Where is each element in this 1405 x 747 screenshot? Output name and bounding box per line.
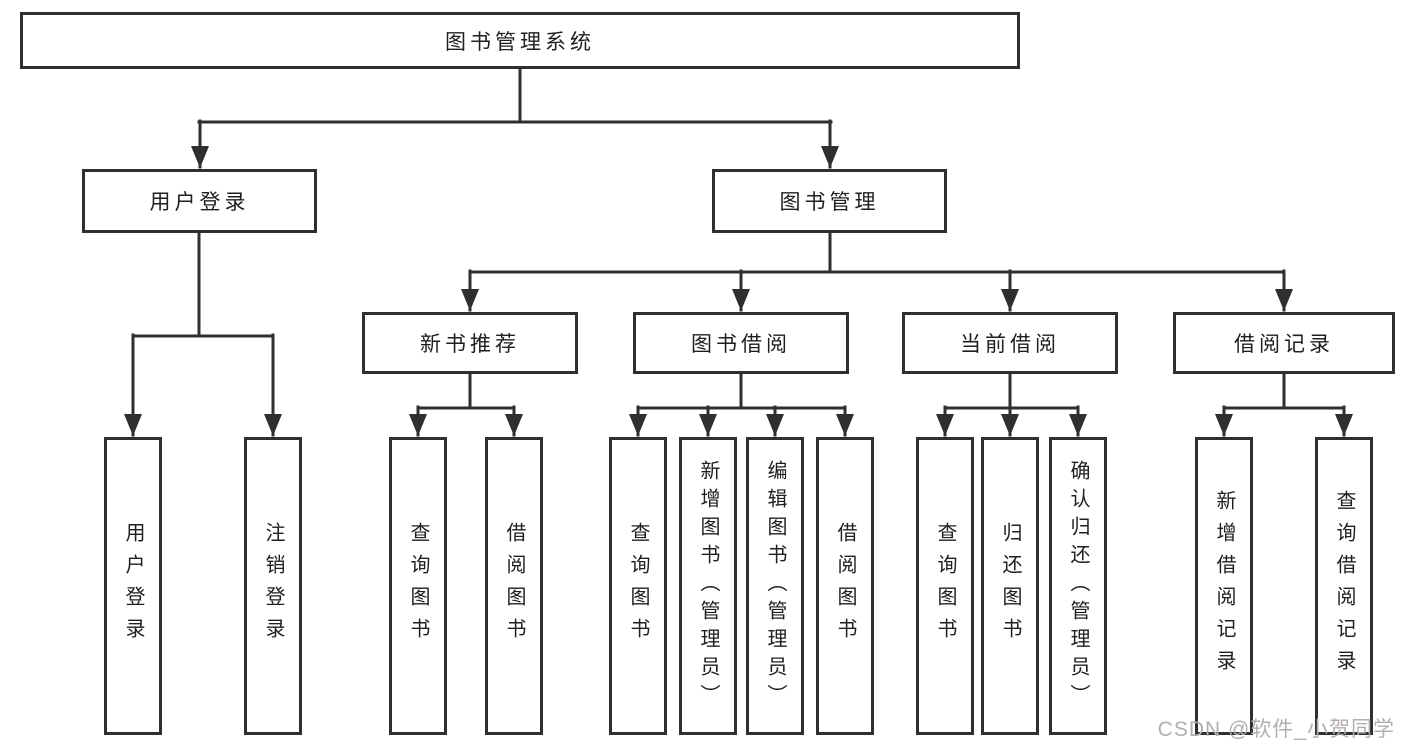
leaf-bb-add-books-admin: 新增图书（管理员） <box>679 437 737 735</box>
node-label: 新增借阅记录 <box>1213 490 1235 682</box>
node-label: 用户登录 <box>149 191 250 214</box>
node-label: 借阅记录 <box>1234 333 1334 356</box>
node-label: 查询图书 <box>934 522 956 650</box>
leaf-logout: 注销登录 <box>244 437 302 735</box>
node-label: 当前借阅 <box>960 333 1060 356</box>
node-current-borrowing: 当前借阅 <box>902 312 1118 374</box>
leaf-user-login: 用户登录 <box>104 437 162 735</box>
node-label: 图书管理 <box>779 191 880 214</box>
leaf-br-query-borrow-record: 查询借阅记录 <box>1315 437 1373 735</box>
node-user-login: 用户登录 <box>82 169 317 233</box>
leaf-cb-return-books: 归还图书 <box>981 437 1039 735</box>
node-label: 新书推荐 <box>420 333 520 356</box>
node-book-borrowing: 图书借阅 <box>633 312 849 374</box>
leaf-cb-query-books: 查询图书 <box>916 437 974 735</box>
node-label: 借阅图书 <box>834 522 856 650</box>
leaf-br-add-borrow-record: 新增借阅记录 <box>1195 437 1253 735</box>
watermark: CSDN @软件_小贺同学 <box>1157 718 1395 741</box>
node-label: 查询图书 <box>407 522 429 650</box>
leaf-bb-query-books: 查询图书 <box>609 437 667 735</box>
node-system-root: 图书管理系统 <box>20 12 1020 69</box>
node-label: 借阅图书 <box>503 522 525 650</box>
node-label: 新增图书（管理员） <box>697 460 719 712</box>
node-book-management: 图书管理 <box>712 169 947 233</box>
node-borrow-records: 借阅记录 <box>1173 312 1395 374</box>
node-new-book-recommendation: 新书推荐 <box>362 312 578 374</box>
node-label: 归还图书 <box>999 522 1021 650</box>
leaf-cb-confirm-return-admin: 确认归还（管理员） <box>1049 437 1107 735</box>
leaf-bb-borrow-books: 借阅图书 <box>816 437 874 735</box>
node-label: 查询借阅记录 <box>1333 490 1355 682</box>
node-label: 编辑图书（管理员） <box>764 460 786 712</box>
leaf-bb-edit-books-admin: 编辑图书（管理员） <box>746 437 804 735</box>
node-label: 查询图书 <box>627 522 649 650</box>
node-label: 注销登录 <box>262 522 284 650</box>
node-label: 图书借阅 <box>691 333 791 356</box>
leaf-nbr-borrow-books: 借阅图书 <box>485 437 543 735</box>
node-label: 图书管理系统 <box>445 30 595 54</box>
node-label: 用户登录 <box>122 522 144 650</box>
leaf-nbr-query-books: 查询图书 <box>389 437 447 735</box>
node-label: 确认归还（管理员） <box>1067 460 1089 712</box>
